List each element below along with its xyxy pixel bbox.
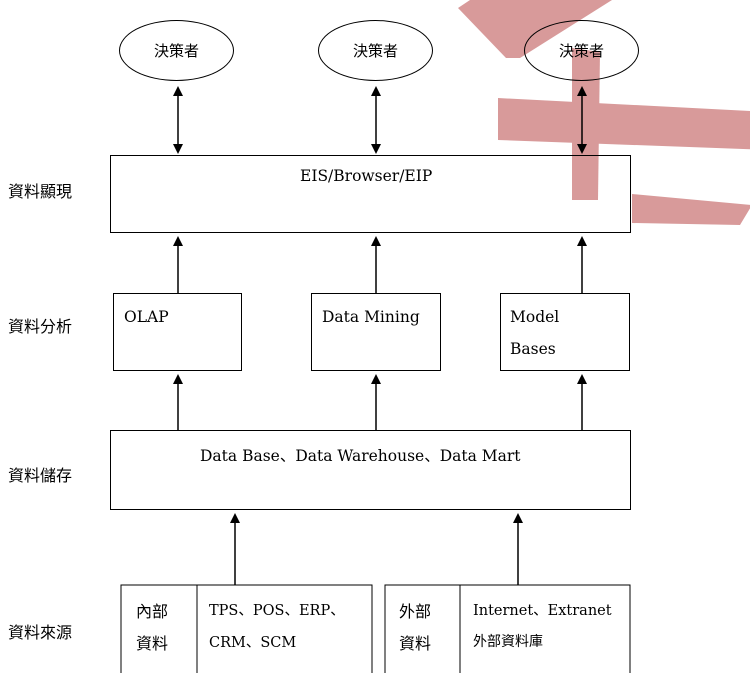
- internal-systems-line2: CRM、SCM: [209, 635, 297, 651]
- data-mining-label: Data Mining: [322, 308, 420, 326]
- decision-maker-ellipse-2: 決策者: [318, 20, 433, 81]
- model-bases-box: [500, 293, 630, 371]
- decision-maker-ellipse-3: 決策者: [524, 20, 639, 81]
- model-bases-label-line1: Model: [510, 308, 560, 326]
- layer-label-presentation: 資料顯現: [8, 182, 73, 201]
- storage-box: [110, 430, 631, 510]
- decision-maker-ellipse-1: 決策者: [119, 20, 234, 81]
- layer-label-analysis: 資料分析: [8, 317, 73, 336]
- decision-maker-label: 決策者: [153, 42, 199, 60]
- presentation-box-label: EIS/Browser/EIP: [300, 167, 433, 185]
- layer-label-source: 資料來源: [8, 623, 73, 642]
- olap-box: [113, 293, 242, 371]
- external-systems-line1: Internet、Extranet: [473, 603, 612, 619]
- internal-systems-line1: TPS、POS、ERP、: [209, 603, 345, 619]
- model-bases-label-line2: Bases: [510, 340, 556, 358]
- internal-data-label-line1: 內部: [136, 602, 169, 621]
- decision-maker-label: 決策者: [558, 42, 604, 60]
- external-data-label-line1: 外部: [399, 602, 432, 621]
- layer-label-storage: 資料儲存: [8, 466, 73, 485]
- decision-maker-label: 決策者: [352, 42, 398, 60]
- external-systems-line2: 外部資料庫: [473, 634, 543, 650]
- data-mining-box: [311, 293, 441, 371]
- storage-box-label: Data Base、Data Warehouse、Data Mart: [200, 447, 521, 465]
- internal-data-label-line2: 資料: [136, 634, 169, 653]
- olap-label: OLAP: [124, 308, 169, 326]
- presentation-box: [110, 155, 631, 233]
- external-data-label-line2: 資料: [399, 634, 432, 653]
